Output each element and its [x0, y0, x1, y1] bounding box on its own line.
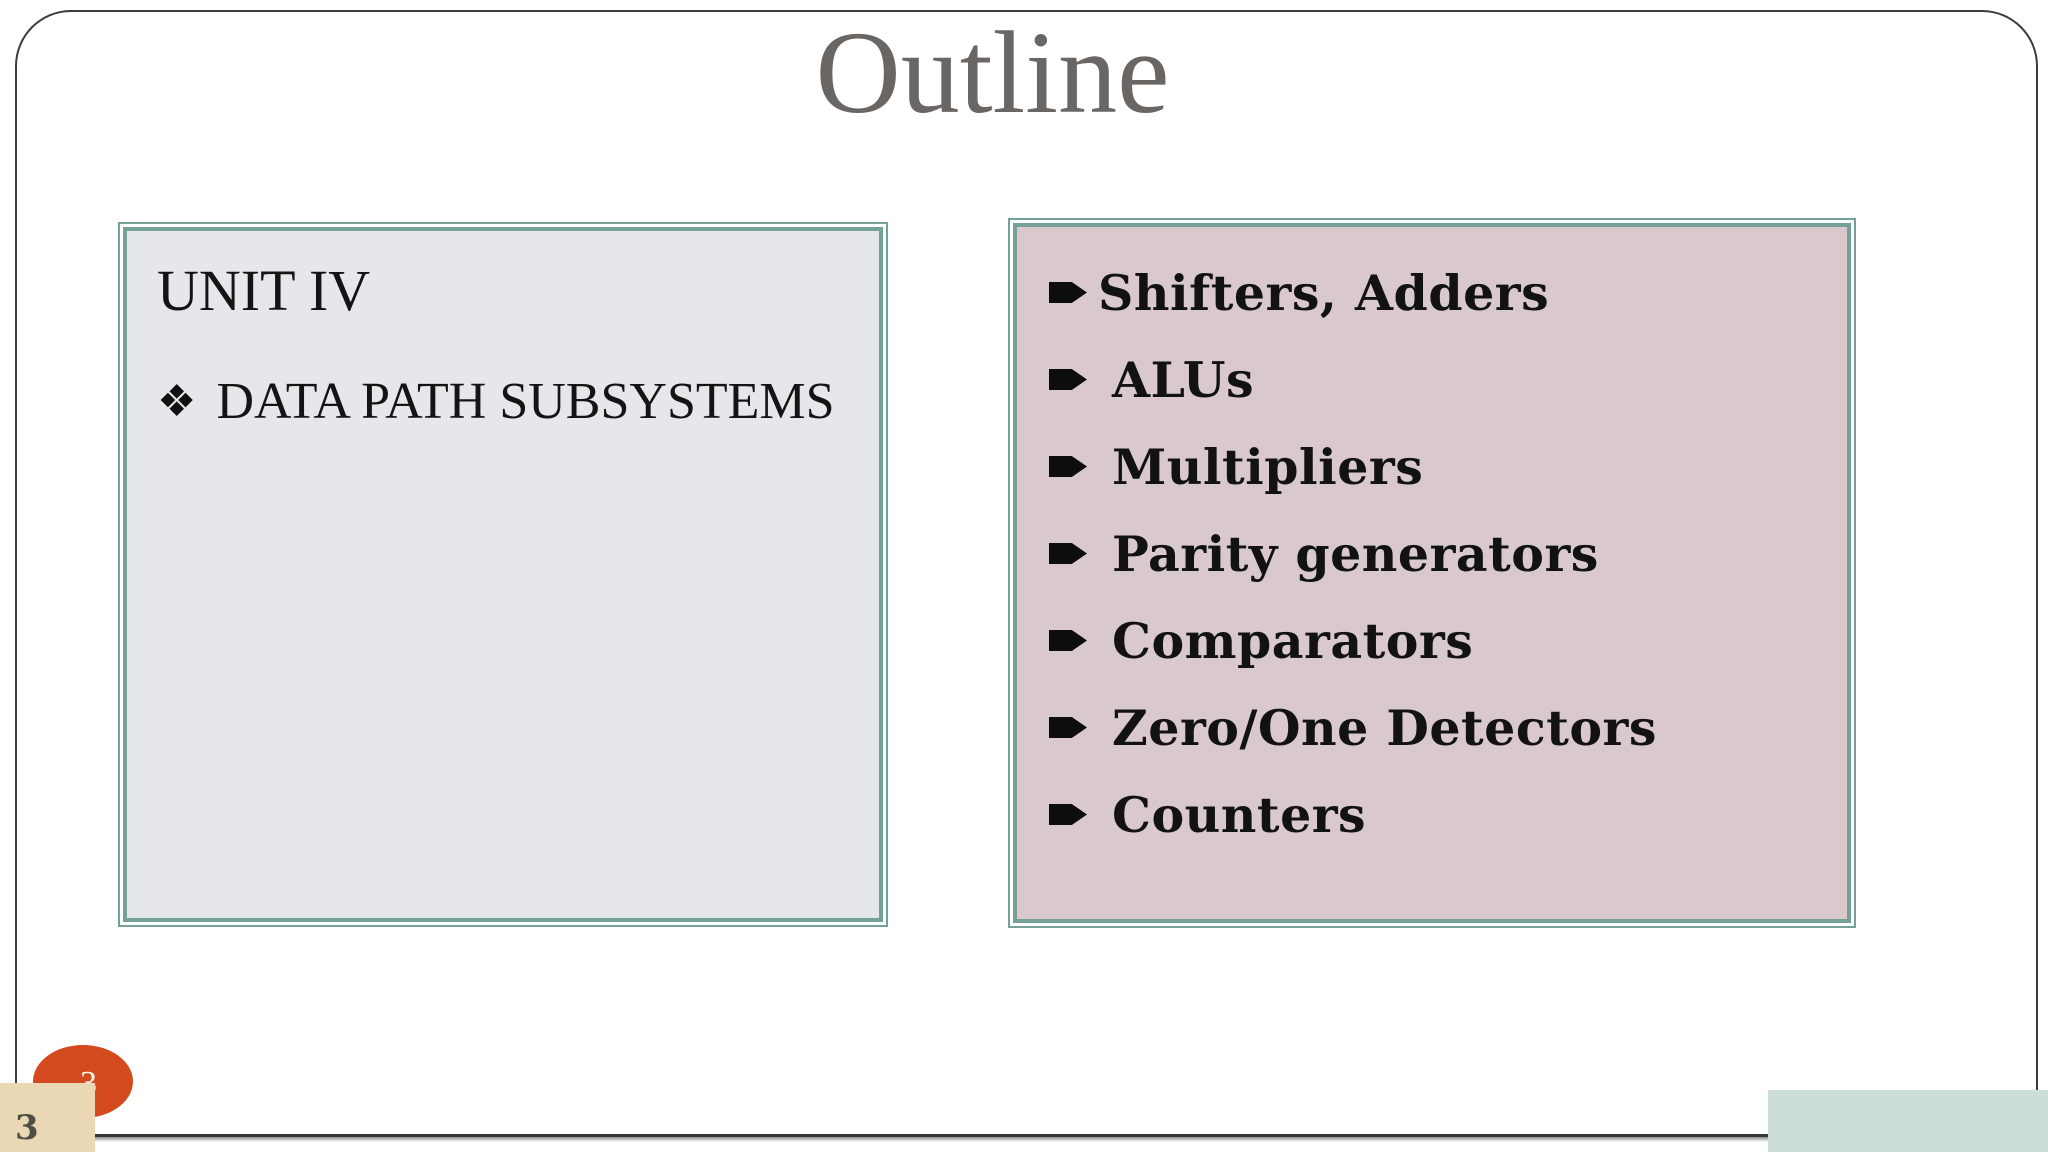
datapath-item-label: DATA PATH SUBSYSTEMS: [216, 373, 835, 430]
list-item: ALUs: [1049, 336, 1847, 423]
topic-label: Counters: [1112, 785, 1367, 844]
datapath-item: ❖ DATA PATH SUBSYSTEMS: [157, 373, 835, 430]
topic-label: ALUs: [1112, 350, 1255, 409]
topic-label: Zero/One Detectors: [1112, 698, 1657, 757]
arrow-bullet-icon: [1049, 456, 1087, 477]
slide-border-frame: [15, 10, 2038, 1138]
list-item: Parity generators: [1049, 510, 1847, 597]
slide-title: Outline: [815, 7, 1170, 138]
list-item: Zero/One Detectors: [1049, 684, 1847, 771]
unit-heading: UNIT IV: [157, 258, 371, 323]
topics-list: Shifters, Adders ALUs Multipliers Parity…: [1017, 227, 1847, 858]
bottom-rule: [15, 1134, 2036, 1143]
unit-panel: UNIT IV ❖ DATA PATH SUBSYSTEMS: [123, 227, 883, 922]
topic-label: Comparators: [1112, 611, 1474, 670]
corner-teal-rectangle: [1768, 1090, 2048, 1152]
arrow-bullet-icon: [1049, 282, 1087, 303]
arrow-bullet-icon: [1049, 630, 1087, 651]
list-item: Comparators: [1049, 597, 1847, 684]
arrow-bullet-icon: [1049, 543, 1087, 564]
diamond-bullet-icon: ❖: [157, 376, 197, 426]
list-item: Counters: [1049, 771, 1847, 858]
list-item: Multipliers: [1049, 423, 1847, 510]
arrow-bullet-icon: [1049, 804, 1087, 825]
list-item: Shifters, Adders: [1049, 249, 1847, 336]
page-number: 3: [15, 1108, 39, 1148]
topic-label: Parity generators: [1112, 524, 1599, 583]
arrow-bullet-icon: [1049, 717, 1087, 738]
topics-panel: Shifters, Adders ALUs Multipliers Parity…: [1013, 223, 1851, 923]
topic-label: Shifters, Adders: [1098, 263, 1550, 322]
arrow-bullet-icon: [1049, 369, 1087, 390]
corner-tan-square: 3: [0, 1083, 95, 1152]
topic-label: Multipliers: [1112, 437, 1424, 496]
